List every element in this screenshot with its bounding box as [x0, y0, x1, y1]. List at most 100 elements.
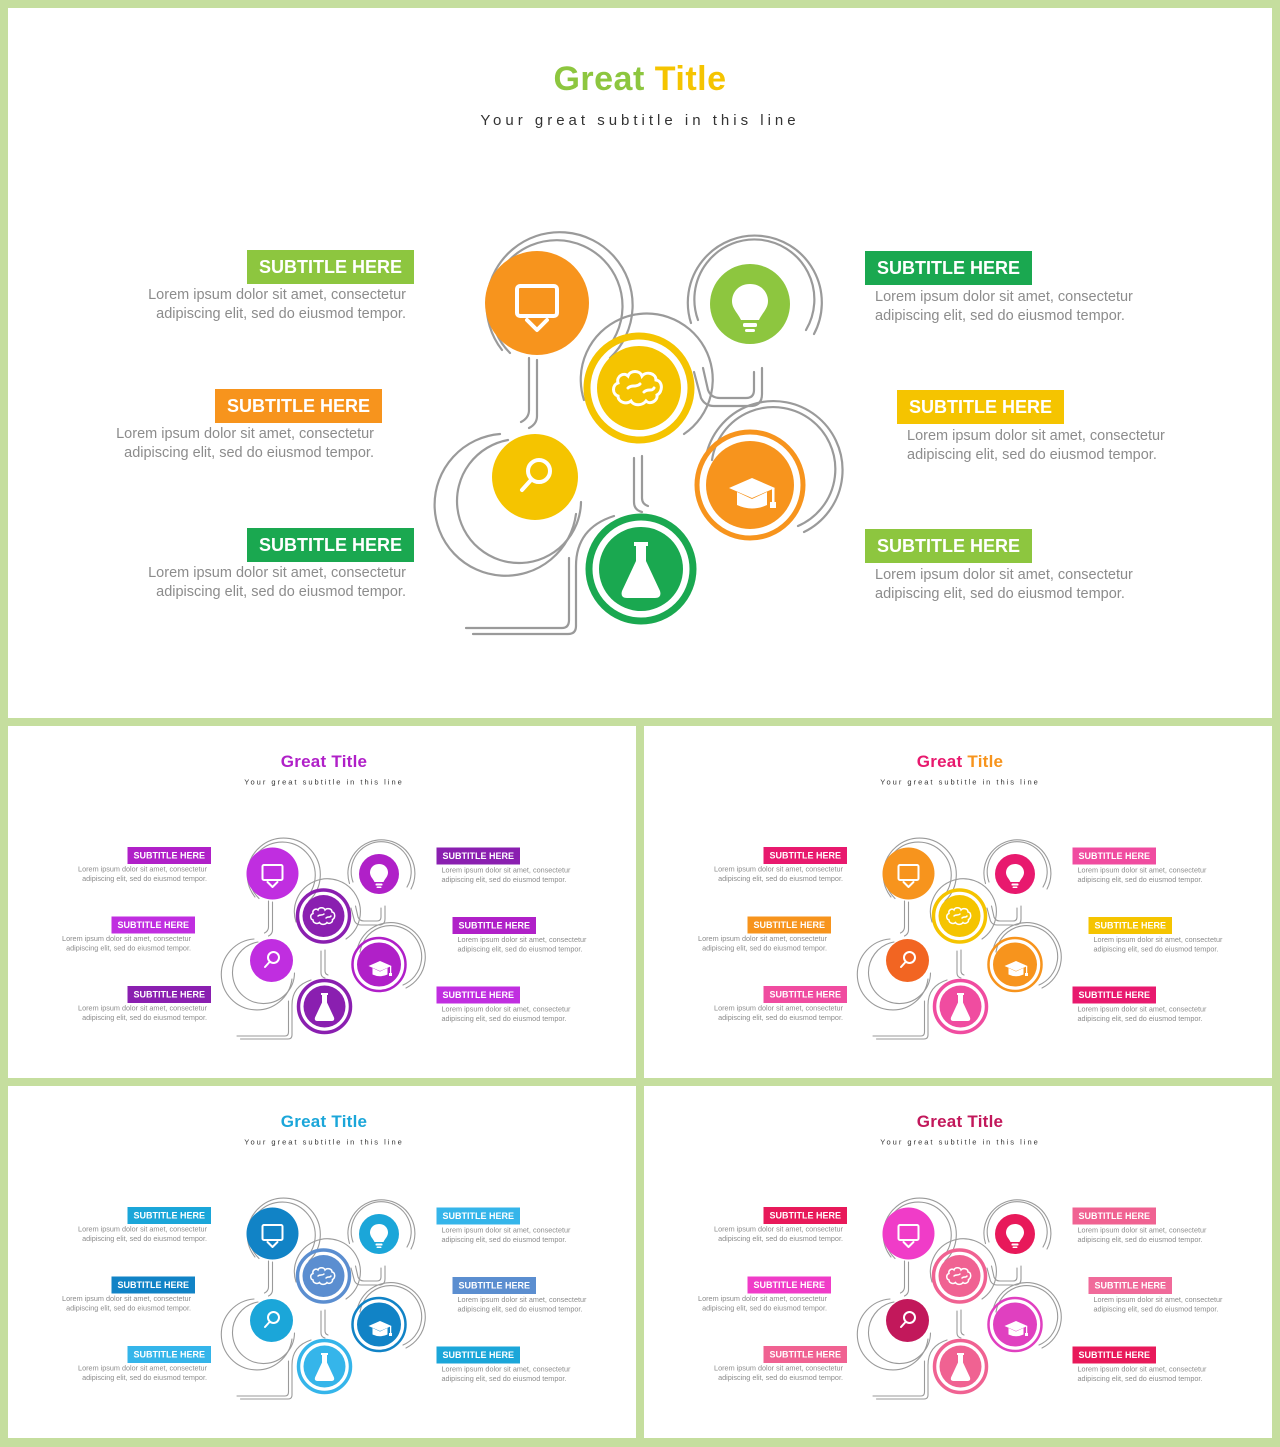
item-label: SUBTITLE HERE: [747, 1276, 831, 1294]
item-label: SUBTITLE HERE: [763, 847, 847, 864]
slide-title: Great Title: [8, 60, 1272, 99]
flask-icon: [314, 993, 335, 1021]
slide-content: Great Title Your great subtitle in this …: [644, 726, 1272, 1078]
tree-diagram: [856, 837, 1062, 1040]
slide-variant-orange-pink: Great Title Your great subtitle in this …: [644, 726, 1272, 1078]
item-description: Lorem ipsum dolor sit amet, consectetur …: [714, 1364, 843, 1383]
node-magnifier: [250, 939, 293, 982]
item-description: Lorem ipsum dolor sit amet, consectetur …: [78, 1004, 207, 1023]
brain-icon: [310, 1267, 336, 1286]
slide-title: Great Title: [644, 1112, 1272, 1132]
presentation-board-icon: [897, 864, 920, 888]
title-word-2: Title: [331, 752, 368, 771]
graduation-cap-icon: [1004, 1321, 1028, 1337]
slide-subtitle: Your great subtitle in this line: [880, 1138, 1040, 1147]
node-brain: [931, 1248, 988, 1304]
item-description: Lorem ipsum dolor sit amet, consectetur …: [457, 936, 587, 954]
lightbulb-icon: [1006, 864, 1024, 888]
brain-icon: [946, 907, 972, 926]
item-label: SUBTITLE HERE: [111, 916, 195, 934]
presentation-board-icon: [261, 864, 284, 888]
node-presentation: [882, 847, 935, 900]
presentation-board-icon: [897, 1224, 920, 1248]
item-label: SUBTITLE HERE: [111, 1276, 195, 1294]
item-description: Lorem ipsum dolor sit amet, consectetur …: [441, 866, 571, 885]
slide-title: Great Title: [8, 752, 636, 772]
node-brain: [295, 888, 352, 944]
item-description: Lorem ipsum dolor sit amet, consectetur …: [148, 287, 406, 322]
node-flask: [296, 978, 353, 1035]
item-description: Lorem ipsum dolor sit amet, consectetur …: [78, 1364, 207, 1383]
item-label: SUBTITLE HERE: [127, 986, 211, 1003]
node-lightbulb: [359, 854, 399, 894]
node-flask: [932, 978, 989, 1035]
item-description: Lorem ipsum dolor sit amet, consectetur …: [698, 935, 827, 953]
item-description: Lorem ipsum dolor sit amet, consectetur …: [875, 567, 1133, 602]
magnifier-icon: [900, 951, 916, 968]
node-presentation: [485, 251, 589, 355]
slide-content: Great Title Your great subtitle in this …: [8, 1086, 636, 1438]
item-label: SUBTITLE HERE: [127, 1207, 211, 1224]
flask-icon: [314, 1353, 335, 1381]
slide-variant-pink: Great Title Your great subtitle in this …: [644, 1086, 1272, 1438]
item-label: SUBTITLE HERE: [747, 916, 831, 934]
item-description: Lorem ipsum dolor sit amet, consectetur …: [78, 1225, 207, 1244]
presentation-board-icon: [515, 284, 559, 332]
lightbulb-icon: [370, 864, 388, 888]
node-presentation: [882, 1207, 935, 1260]
node-graduation-cap: [987, 936, 1043, 993]
node-graduation-cap: [987, 1296, 1043, 1353]
item-description: Lorem ipsum dolor sit amet, consectetur …: [62, 1295, 191, 1313]
slide-variant-purple: Great Title Your great subtitle in this …: [8, 726, 636, 1078]
item-description: Lorem ipsum dolor sit amet, consectetur …: [714, 1004, 843, 1023]
item-description: Lorem ipsum dolor sit amet, consectetur …: [116, 426, 374, 461]
item-label: SUBTITLE HERE: [1072, 1346, 1157, 1364]
title-word-2: Title: [331, 1112, 368, 1131]
title-word-1: Great: [916, 1112, 963, 1131]
item-label: SUBTITLE HERE: [127, 847, 211, 864]
title-word-1: Great: [280, 752, 327, 771]
item-label: SUBTITLE HERE: [127, 1346, 211, 1363]
node-magnifier: [886, 1299, 929, 1342]
item-description: Lorem ipsum dolor sit amet, consectetur …: [148, 565, 406, 600]
node-flask: [296, 1338, 353, 1395]
node-presentation: [246, 1207, 299, 1260]
item-description: Lorem ipsum dolor sit amet, consectetur …: [698, 1295, 827, 1313]
item-label: SUBTITLE HERE: [1088, 1277, 1173, 1294]
item-label: SUBTITLE HERE: [246, 250, 414, 284]
item-label: SUBTITLE HERE: [1072, 1207, 1157, 1225]
node-graduation-cap: [694, 429, 806, 541]
item-label: SUBTITLE HERE: [452, 1277, 537, 1294]
item-label: SUBTITLE HERE: [436, 986, 521, 1004]
slide-subtitle: Your great subtitle in this line: [880, 778, 1040, 787]
item-label: SUBTITLE HERE: [436, 847, 521, 865]
item-label: SUBTITLE HERE: [897, 390, 1065, 424]
magnifier-icon: [520, 458, 552, 492]
node-magnifier: [886, 939, 929, 982]
node-flask: [932, 1338, 989, 1395]
slide-title: Great Title: [644, 752, 1272, 772]
slide-subtitle: Your great subtitle in this line: [244, 778, 404, 787]
connector-lines: [220, 837, 426, 1040]
graduation-cap-icon: [729, 478, 776, 509]
node-lightbulb: [995, 1214, 1035, 1254]
title-word-2: Title: [654, 60, 727, 98]
item-label: SUBTITLE HERE: [865, 529, 1033, 563]
item-label: SUBTITLE HERE: [763, 986, 847, 1003]
graduation-cap-icon: [368, 1321, 392, 1337]
flask-icon: [621, 542, 661, 598]
item-description: Lorem ipsum dolor sit amet, consectetur …: [714, 1225, 843, 1244]
tree-diagram: [433, 231, 844, 636]
title-word-1: Great: [280, 1112, 327, 1131]
node-flask: [585, 513, 697, 625]
item-description: Lorem ipsum dolor sit amet, consectetur …: [1077, 1005, 1207, 1024]
item-label: SUBTITLE HERE: [436, 1207, 521, 1225]
item-description: Lorem ipsum dolor sit amet, consectetur …: [441, 1005, 571, 1024]
item-description: Lorem ipsum dolor sit amet, consectetur …: [875, 289, 1133, 324]
item-label: SUBTITLE HERE: [436, 1346, 521, 1364]
item-label: SUBTITLE HERE: [763, 1207, 847, 1224]
slide-subtitle: Your great subtitle in this line: [244, 1138, 404, 1147]
item-description: Lorem ipsum dolor sit amet, consectetur …: [1077, 1226, 1207, 1245]
slide-subtitle: Your great subtitle in this line: [480, 112, 800, 129]
item-description: Lorem ipsum dolor sit amet, consectetur …: [457, 1296, 587, 1314]
